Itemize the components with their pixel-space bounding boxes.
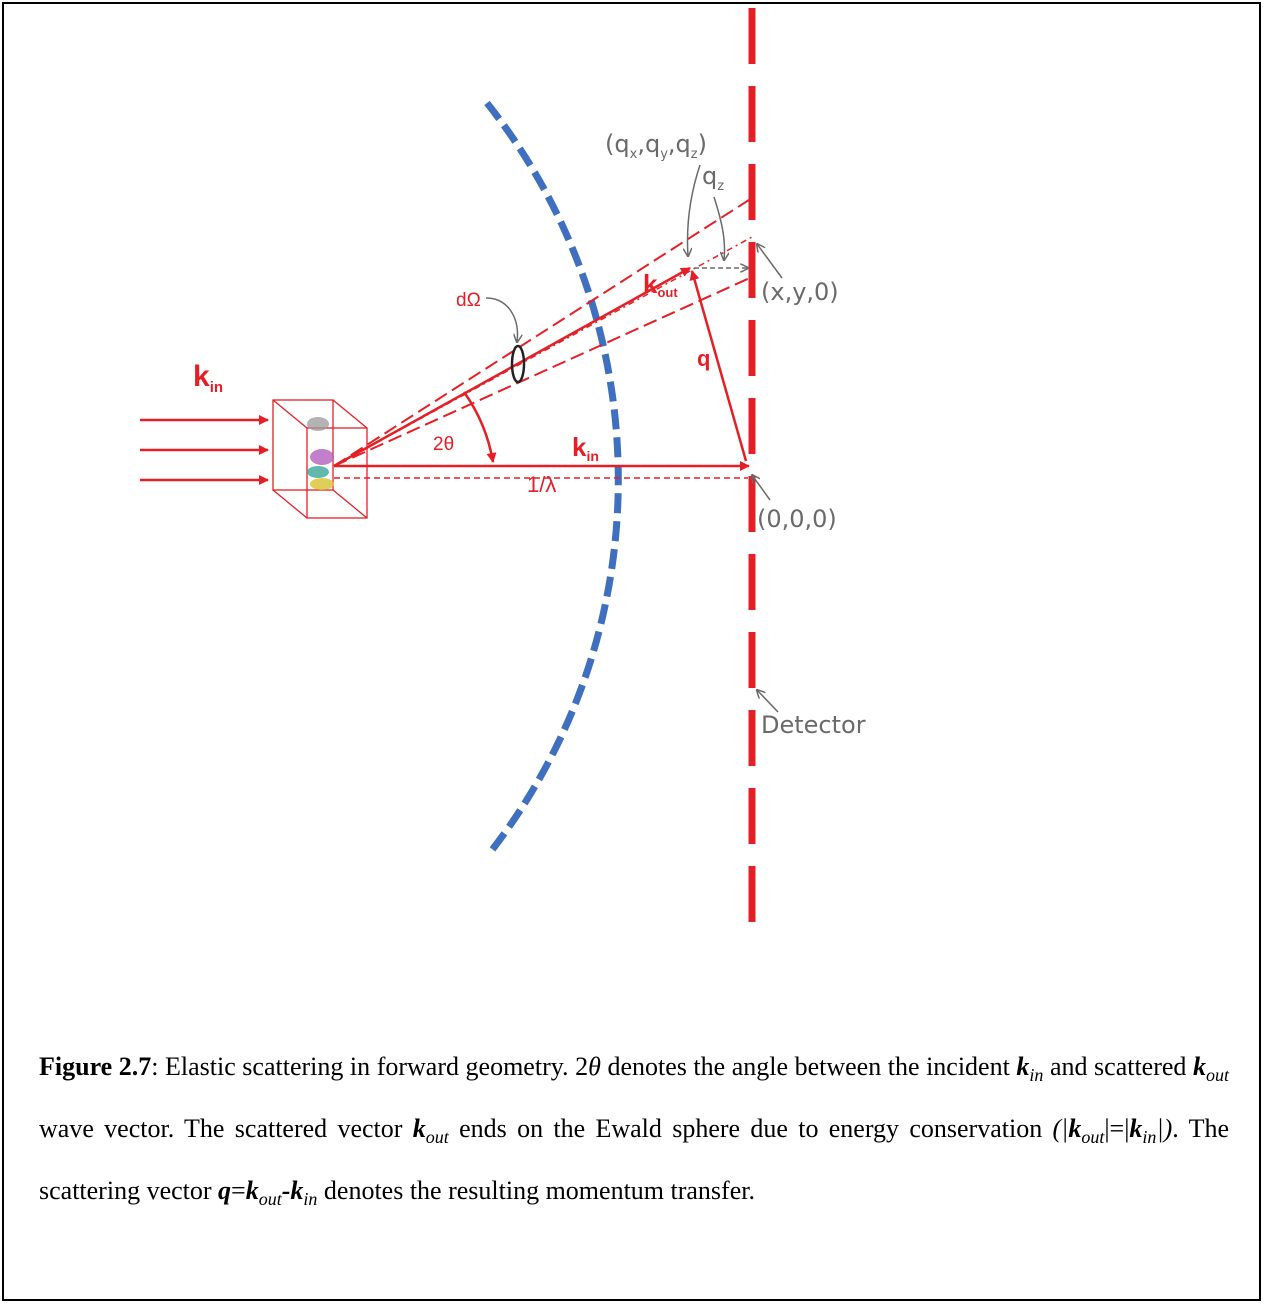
sample-box [272, 399, 368, 519]
label-d-omega: dΩ [456, 290, 481, 311]
label-qz: qz [702, 162, 724, 194]
label-two-theta: 2θ [433, 434, 454, 455]
scattering-diagram: kin kin kout q dΩ 2θ 1/λ (qx,qy,qz) qz (… [140, 8, 866, 928]
protein-molecule [307, 417, 334, 490]
label-q: q [697, 346, 710, 371]
q-vector [689, 270, 748, 462]
label-origin: (0,0,0) [757, 505, 837, 533]
ewald-sphere [484, 100, 622, 853]
xy0-pointer [757, 244, 783, 279]
label-qxyz: (qx,qy,qz) [605, 130, 707, 162]
solid-angle-ellipse [510, 344, 526, 384]
label-one-over-lambda: 1/λ [527, 472, 556, 497]
label-k-out: kout [643, 269, 678, 300]
qz-pointer [713, 196, 725, 260]
label-detector: Detector [761, 711, 866, 739]
figure-caption: Figure 2.7: Elastic scattering in forwar… [39, 1052, 1230, 1210]
detector-pointer [757, 690, 779, 713]
qxyz-pointer [688, 164, 701, 256]
label-xy0: (x,y,0) [761, 278, 839, 306]
two-theta-arc [462, 391, 497, 463]
origin-pointer [752, 475, 771, 501]
label-k-in-left: kin [193, 360, 223, 396]
label-k-in-center: kin [572, 432, 599, 464]
d-omega-pointer [485, 297, 517, 342]
figure-label: Figure 2.7 [39, 1052, 152, 1081]
scattering-cone [333, 197, 753, 467]
incident-beam [140, 415, 269, 485]
